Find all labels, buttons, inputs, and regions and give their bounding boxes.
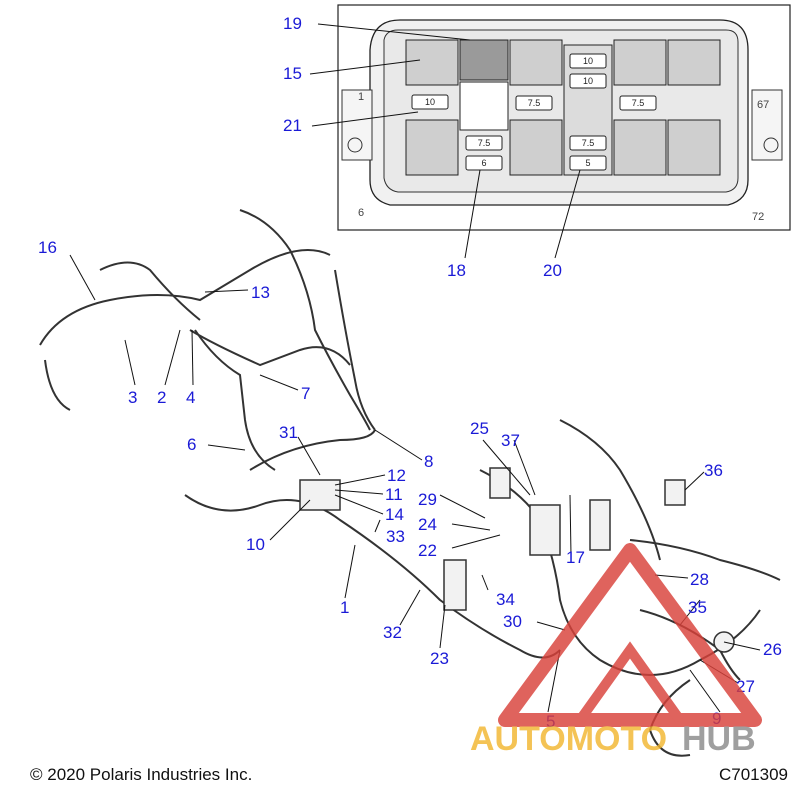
callout-36: 36: [704, 461, 723, 480]
callout-6: 6: [187, 435, 196, 454]
callout-1: 1: [340, 598, 349, 617]
fuse-5: 5: [585, 158, 590, 168]
fuse-box-edge-6: 6: [358, 207, 364, 219]
callout-15: 15: [283, 64, 302, 83]
copyright-notice: © 2020 Polaris Industries Inc.: [30, 765, 253, 784]
harness-linework: [39, 209, 781, 757]
watermark-automoto: AUTOMOTO: [470, 720, 667, 758]
callout-26: 26: [763, 640, 782, 659]
leader-lines: [69, 23, 761, 713]
fuse-7-5-b: 7.5: [632, 98, 645, 108]
fuse-7-5-a: 7.5: [528, 98, 541, 108]
callout-33: 33: [386, 527, 405, 546]
fuse-box-edge-72: 72: [752, 211, 764, 223]
callout-25: 25: [470, 419, 489, 438]
callout-18: 18: [447, 261, 466, 280]
callout-14: 14: [385, 505, 404, 524]
fuse-box-edge-67: 67: [757, 99, 769, 111]
callout-2: 2: [157, 388, 166, 407]
callout-7: 7: [301, 384, 310, 403]
callout-3: 3: [128, 388, 137, 407]
callout-35: 35: [688, 598, 707, 617]
callout-4: 4: [186, 388, 195, 407]
callout-12: 12: [387, 466, 406, 485]
fuse-7-5-d: 7.5: [582, 138, 595, 148]
callout-22: 22: [418, 541, 437, 560]
fuse-10-b: 10: [583, 56, 593, 66]
fuse-box-inset: 10 7.5 7.5 10 10 7.5 6 7.5 5 1 67 6 72: [337, 4, 791, 231]
callout-23: 23: [430, 649, 449, 668]
callout-8: 8: [424, 452, 433, 471]
callout-10: 10: [246, 535, 265, 554]
fuse-10-a: 10: [425, 97, 435, 107]
automotohub-watermark: AUTOMOTO HUB: [470, 543, 762, 758]
fuse-box-edge-1: 1: [358, 91, 364, 103]
callout-37: 37: [501, 431, 520, 450]
callout-11: 11: [385, 485, 403, 504]
diagram-part-number: C701309: [718, 765, 788, 784]
callout-21: 21: [283, 116, 302, 135]
watermark-hub: HUB: [682, 720, 756, 758]
callout-24: 24: [418, 515, 437, 534]
callout-34: 34: [496, 590, 515, 609]
callout-17: 17: [566, 548, 585, 567]
callout-31: 31: [279, 423, 298, 442]
callout-16: 16: [38, 238, 57, 257]
callout-28: 28: [690, 570, 709, 589]
callout-30: 30: [503, 612, 522, 631]
fuse-7-5-c: 7.5: [478, 138, 491, 148]
callout-13: 13: [251, 283, 270, 302]
fuse-6: 6: [481, 158, 486, 168]
callout-32: 32: [383, 623, 402, 642]
callout-20: 20: [543, 261, 562, 280]
callout-19: 19: [283, 14, 302, 33]
fuse-10-c: 10: [583, 76, 593, 86]
callout-29: 29: [418, 490, 437, 509]
